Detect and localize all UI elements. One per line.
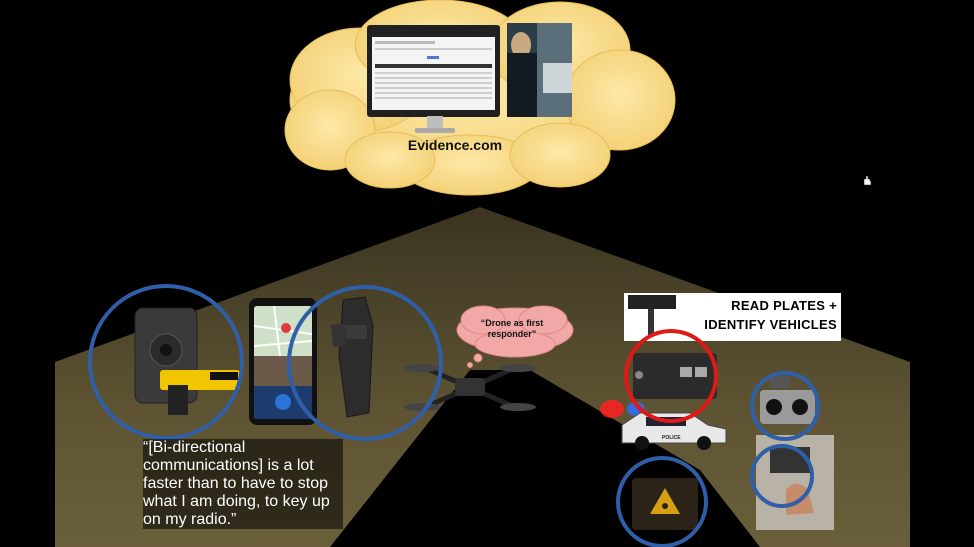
drone-image <box>404 364 536 411</box>
router-device-image <box>633 353 717 399</box>
ring-terminal <box>616 456 708 547</box>
body-camera-taser-image <box>134 307 240 415</box>
monitor-toolbar <box>372 30 495 37</box>
police-vehicle-label: POLICE <box>662 435 681 441</box>
hand-cursor-icon <box>863 175 872 186</box>
officer-photo <box>507 23 572 117</box>
ring-bodycam <box>88 284 244 440</box>
ring-holster <box>287 285 443 441</box>
dash-camera-image <box>760 376 815 424</box>
ring-in-car <box>750 444 814 508</box>
cloud-label: Evidence.com <box>407 137 503 153</box>
terminal-screen-image <box>632 478 698 530</box>
drone-speech-bubble <box>456 305 574 368</box>
drone-bubble-text: “Drone as first responder” <box>480 318 544 339</box>
officer-quote: “[Bi-directional communications] is a lo… <box>143 439 343 529</box>
monitor-table <box>375 41 492 99</box>
monitor-stand <box>415 116 455 133</box>
ring-dashcam <box>750 371 820 441</box>
smartphone-screen <box>254 306 312 419</box>
banner-line-2: IDENTIFY VEHICLES <box>704 317 837 332</box>
holster-image <box>331 296 374 418</box>
banner-line-1: READ PLATES + <box>731 298 837 313</box>
ring-router <box>624 329 718 423</box>
